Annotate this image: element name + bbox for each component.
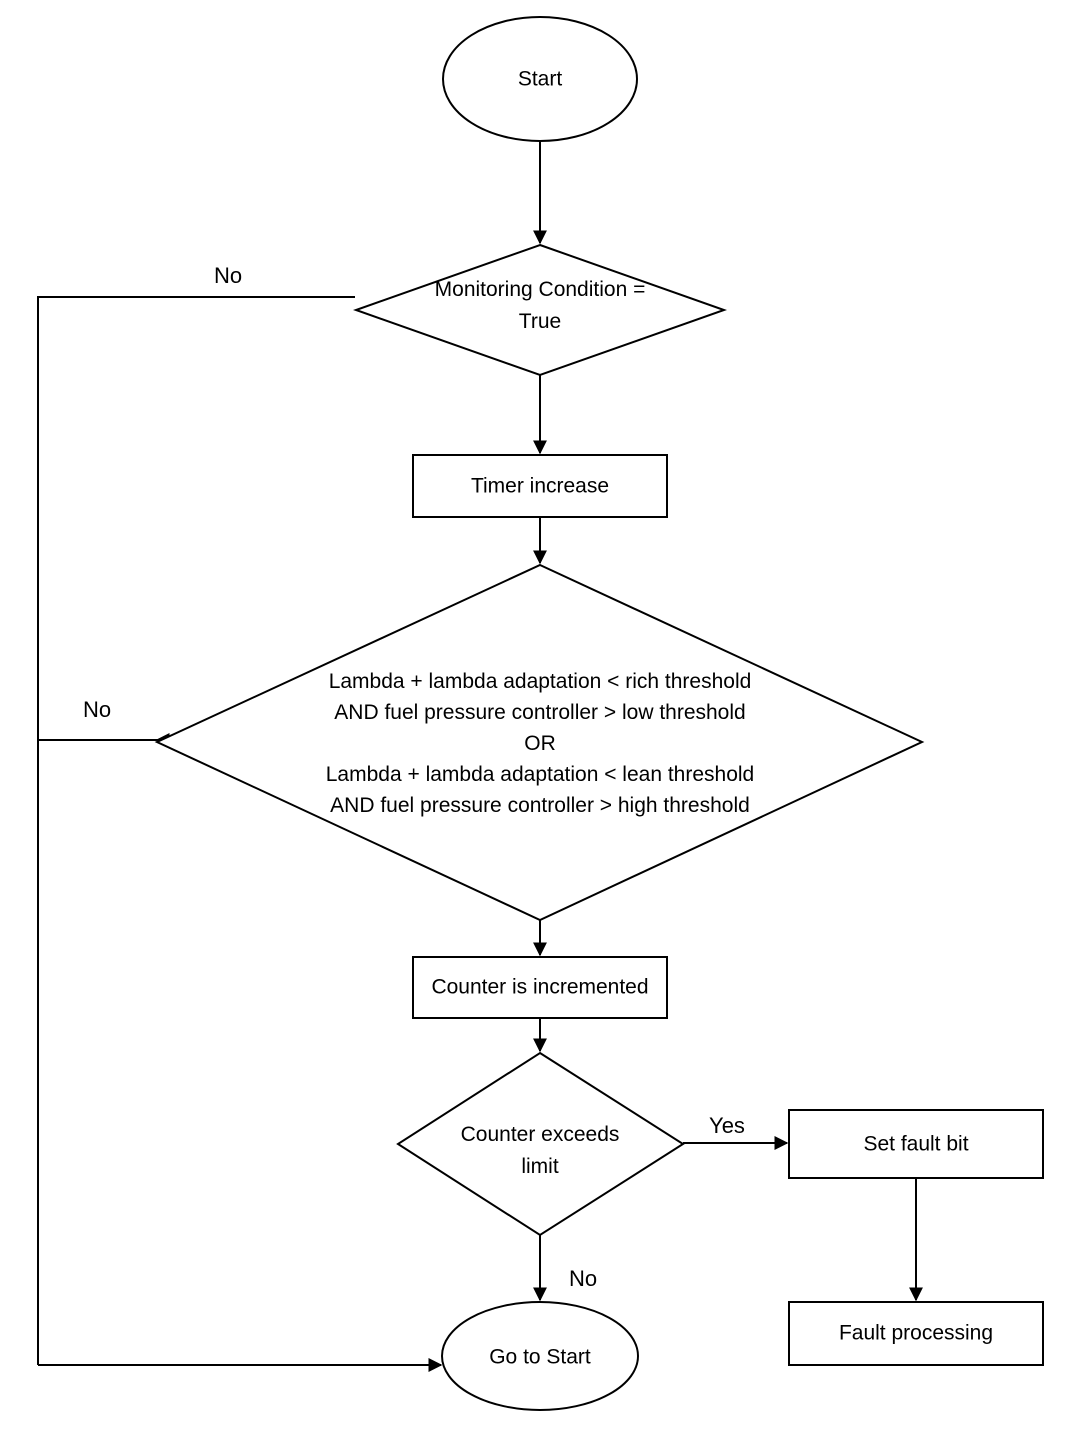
counter-exceeds-limit-label-line1: Counter exceeds — [461, 1123, 620, 1146]
threshold-condition-line-2: AND fuel pressure controller > low thres… — [334, 701, 745, 724]
start-ellipse — [442, 16, 638, 142]
counter-exceeds-limit-diamond — [396, 1051, 685, 1237]
node-set-fault-bit[interactable]: Set fault bit — [788, 1109, 1044, 1179]
fault-processing-label: Fault processing — [839, 1322, 993, 1345]
threshold-condition-line-4: Lambda + lambda adaptation < lean thresh… — [326, 763, 754, 786]
go-to-start-label: Go to Start — [489, 1346, 591, 1369]
node-timer-increase[interactable]: Timer increase — [412, 454, 668, 518]
edge-label-monitoring-no: No — [214, 263, 242, 288]
node-monitoring-condition[interactable]: Monitoring Condition = True — [352, 243, 728, 377]
edge-label-threshold-no: No — [83, 697, 111, 722]
threshold-condition-line-1: Lambda + lambda adaptation < rich thresh… — [329, 670, 752, 693]
edge-monitoring-no-to-rail — [37, 296, 355, 1365]
threshold-condition-line-5: AND fuel pressure controller > high thre… — [330, 794, 750, 817]
counter-exceeds-limit-label-line2: limit — [521, 1155, 558, 1178]
node-counter-exceeds-limit[interactable]: Counter exceeds limit — [396, 1051, 685, 1237]
node-start[interactable]: Start — [442, 16, 638, 142]
edge-label-counter-yes: Yes — [709, 1113, 745, 1138]
monitoring-condition-diamond — [352, 243, 728, 377]
edge-label-counter-no: No — [569, 1266, 597, 1291]
counter-incremented-label: Counter is incremented — [431, 976, 648, 999]
set-fault-bit-box — [788, 1109, 1044, 1179]
monitoring-condition-label-line2: True — [519, 310, 561, 333]
start-label: Start — [518, 68, 563, 91]
timer-increase-box — [412, 454, 668, 518]
go-to-start-ellipse — [441, 1301, 639, 1411]
node-go-to-start[interactable]: Go to Start — [441, 1301, 639, 1411]
node-fault-processing[interactable]: Fault processing — [788, 1301, 1044, 1366]
fault-processing-box — [788, 1301, 1044, 1366]
node-counter-incremented[interactable]: Counter is incremented — [412, 956, 668, 1019]
threshold-condition-line-3: OR — [524, 732, 556, 755]
threshold-condition-diamond — [154, 563, 925, 922]
counter-incremented-box — [412, 956, 668, 1019]
monitoring-condition-label-line1: Monitoring Condition = — [435, 278, 646, 301]
set-fault-bit-label: Set fault bit — [863, 1133, 968, 1156]
node-threshold-condition[interactable]: Lambda + lambda adaptation < rich thresh… — [154, 563, 925, 922]
timer-increase-label: Timer increase — [471, 475, 609, 498]
